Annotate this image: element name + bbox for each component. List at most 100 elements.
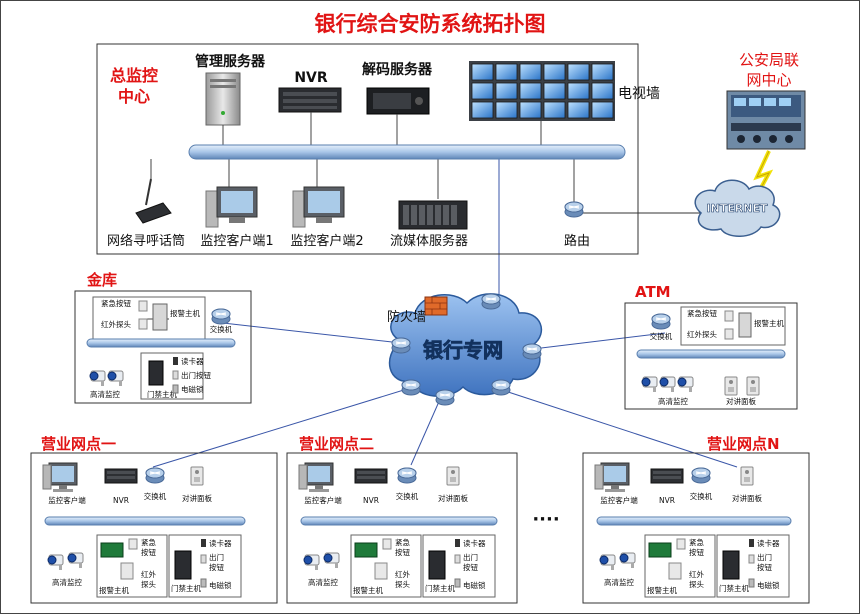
svg-text:紧急: 紧急 (141, 537, 156, 547)
router-icon (564, 201, 584, 218)
svg-text:高清监控: 高清监控 (52, 577, 82, 587)
diagram-title: 银行综合安防系统拓扑图 (315, 12, 546, 36)
svg-text:门禁主机: 门禁主机 (171, 583, 201, 593)
nvr-label: NVR (294, 70, 328, 86)
svg-text:对讲面板: 对讲面板 (732, 493, 762, 503)
svg-text:探头: 探头 (395, 579, 410, 589)
atm-intercom-label: 对讲面板 (726, 396, 756, 406)
svg-text:交换机: 交换机 (396, 491, 419, 501)
vault-title: 金库 (86, 271, 117, 289)
bank-network-label: 银行专网 (423, 338, 503, 362)
branch-1-door-host-icon (174, 550, 192, 580)
client1-label: 监控客户端1 (200, 233, 273, 249)
vault-exit-button-icon (172, 370, 179, 380)
vault-box (74, 290, 252, 404)
branch-n-alarm-host-icon (648, 542, 672, 558)
internet-label: INTERNET (706, 202, 768, 215)
svg-text:红外: 红外 (689, 569, 704, 579)
branch-1-title: 营业网点一 (41, 435, 116, 453)
police-center-image (726, 90, 806, 150)
vault-bus-pipe (86, 338, 236, 348)
branch-1-switch-icon (145, 467, 165, 484)
atm-camera-icon (641, 376, 658, 393)
branch-1-intercom-icon (190, 466, 204, 486)
branch-1-alarm-host-icon (100, 542, 124, 558)
branch-2-bus-pipe (300, 516, 498, 526)
branch-2-door-host-icon (428, 550, 446, 580)
vault-mag-lock-label: 电磁锁 (181, 384, 204, 394)
vault-alarm-host-label: 报警主机 (170, 308, 200, 318)
router-label: 路由 (564, 233, 590, 249)
branch-n-camera-icon (599, 554, 616, 571)
branch-n-client-icon (594, 462, 630, 493)
svg-text:读卡器: 读卡器 (757, 538, 780, 548)
svg-text:NVR: NVR (113, 496, 129, 505)
mgmt-server-icon (205, 72, 241, 126)
atm-emergency-icon (724, 310, 734, 322)
atm-bus-pipe (636, 349, 786, 359)
center-box (96, 43, 639, 255)
center-drops (150, 112, 575, 203)
svg-text:监控客户端: 监控客户端 (48, 495, 86, 505)
svg-text:高清监控: 高清监控 (308, 577, 338, 587)
branch-2-switch-icon (397, 467, 417, 484)
stream-server-label: 流媒体服务器 (390, 233, 468, 249)
svg-text:报警主机: 报警主机 (99, 585, 129, 595)
center-label-2: 中心 (118, 87, 150, 106)
svg-text:出门: 出门 (463, 552, 478, 562)
vault-alarm-host-icon (152, 303, 168, 331)
svg-text:按钮: 按钮 (689, 547, 704, 557)
atm-ir-label: 红外探头 (687, 329, 717, 339)
tv-wall-label: 电视墙 (618, 86, 660, 102)
branch-n-switch-icon (691, 467, 711, 484)
vault-emergency-icon (138, 300, 148, 312)
atm-alarm-host-icon (738, 312, 752, 338)
firewall-label: 防火墙 (387, 309, 426, 325)
branch-n-intercom-icon (740, 466, 754, 486)
paging-mic-label: 网络寻呼话筒 (107, 233, 185, 249)
branch-n-nvr-icon (650, 468, 684, 484)
svg-text:门禁主机: 门禁主机 (425, 583, 455, 593)
tv-wall-icon (469, 61, 615, 121)
atm-switch-label: 交换机 (650, 331, 673, 341)
atm-ir-icon (724, 328, 734, 340)
vault-card-reader-label: 读卡器 (181, 356, 204, 366)
svg-text:交换机: 交换机 (144, 491, 167, 501)
vault-ir-label: 红外探头 (101, 319, 131, 329)
vault-camera-label: 高清监控 (90, 389, 120, 399)
vault-card-reader-icon (173, 357, 178, 365)
svg-text:高清监控: 高清监控 (604, 577, 634, 587)
vault-switch-label: 交换机 (210, 324, 233, 334)
svg-text:监控客户端: 监控客户端 (304, 495, 342, 505)
atm-switch-icon (651, 313, 671, 330)
svg-text:读卡器: 读卡器 (463, 538, 486, 548)
svg-text:对讲面板: 对讲面板 (182, 493, 212, 503)
atm-intercom-icon (724, 376, 738, 396)
svg-text:对讲面板: 对讲面板 (438, 493, 468, 503)
svg-text:交换机: 交换机 (690, 491, 713, 501)
branch-1-client-icon (42, 462, 78, 493)
police-label-1: 公安局联 (739, 51, 799, 69)
branch-n-box: 监控客户端 NVR 交换机 对讲面板 高清监控 紧急 按钮 红外 探头 报警主机… (582, 452, 810, 604)
internet-cloud-icon (694, 179, 781, 237)
center-label-1: 总监控 (110, 66, 158, 85)
vault-ir-icon (138, 318, 148, 330)
decode-server-label: 解码服务器 (362, 61, 433, 78)
svg-text:按钮: 按钮 (141, 547, 156, 557)
svg-text:按钮: 按钮 (209, 562, 224, 572)
branch-2-camera-icon (303, 554, 320, 571)
svg-text:监控客户端: 监控客户端 (600, 495, 638, 505)
vault-switch-icon (211, 308, 231, 325)
svg-text:探头: 探头 (689, 579, 704, 589)
svg-text:出门: 出门 (757, 552, 772, 562)
client2-label: 监控客户端2 (290, 233, 363, 249)
vault-mag-lock-icon (172, 384, 179, 394)
network-links (147, 159, 738, 468)
branch-1-box: 监控客户端 NVR 交换机 对讲面板 高清监控 紧急 按钮 红外 探头 报警主机… (30, 452, 278, 604)
svg-text:按钮: 按钮 (463, 562, 478, 572)
svg-text:门禁主机: 门禁主机 (719, 583, 749, 593)
svg-text:红外: 红外 (395, 569, 410, 579)
svg-text:探头: 探头 (141, 579, 156, 589)
